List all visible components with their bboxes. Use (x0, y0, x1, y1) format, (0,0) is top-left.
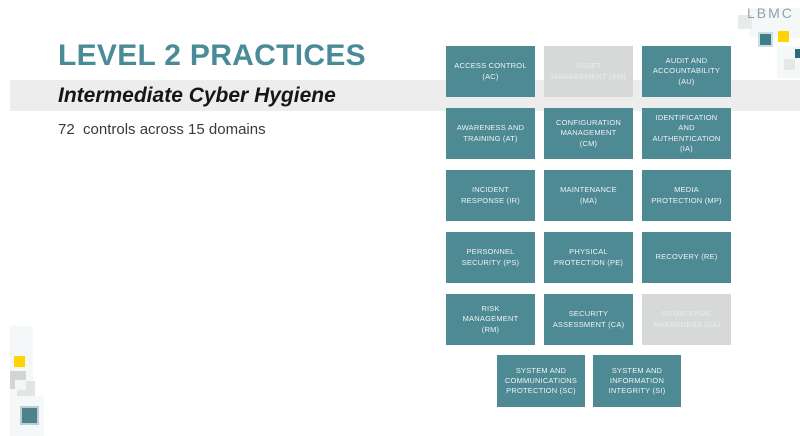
domain-box-label: AWARENESS AND TRAINING (AT) (456, 123, 525, 143)
brand-logo-lbmc: LBMC (747, 5, 794, 21)
decor-square-teal-edge (795, 49, 800, 58)
decor-square-light-bottom (15, 380, 26, 390)
domain-box-label: IDENTIFICATION AND AUTHENTICATION (IA) (652, 113, 721, 153)
domain-grid-bottom-row: SYSTEM AND COMMUNICATIONS PROTECTION (SC… (497, 355, 681, 407)
domain-box-pe: PHYSICAL PROTECTION (PE) (544, 232, 633, 283)
domain-box-ps: PERSONNEL SECURITY (PS) (446, 232, 535, 283)
page-title: LEVEL 2 PRACTICES (58, 39, 366, 72)
domain-box-cm: CONFIGURATION MANAGEMENT (CM) (544, 108, 633, 159)
decor-square-yellow-top (778, 31, 789, 42)
domain-box-label: ACCESS CONTROL (AC) (454, 61, 527, 81)
domain-box-au: AUDIT AND ACCOUNTABILITY (AU) (642, 46, 731, 97)
domain-box-label: ASSET MANAGEMENT (AM) (551, 61, 626, 81)
controls-summary: 72 controls across 15 domains (58, 121, 266, 138)
domain-box-label: SYSTEM AND INFORMATION INTEGRITY (SI) (608, 365, 666, 396)
domain-box-ca: SECURITY ASSESSMENT (CA) (544, 294, 633, 345)
domain-box-ma: MAINTENANCE (MA) (544, 170, 633, 221)
subtitle: Intermediate Cyber Hygiene (58, 84, 336, 107)
domain-box-label: MEDIA PROTECTION (MP) (651, 185, 722, 205)
decor-square-teal-top (760, 34, 771, 45)
domain-box-sc: SYSTEM AND COMMUNICATIONS PROTECTION (SC… (497, 355, 585, 407)
domain-box-label: PHYSICAL PROTECTION (PE) (553, 247, 624, 267)
domain-grid: ACCESS CONTROL (AC) ASSET MANAGEMENT (AM… (446, 46, 731, 345)
domain-box-label: SECURITY ASSESSMENT (CA) (552, 309, 625, 329)
domain-box-ir: INCIDENT RESPONSE (IR) (446, 170, 535, 221)
domain-box-label: AUDIT AND ACCOUNTABILITY (AU) (652, 56, 721, 86)
domain-box-label: MAINTENANCE (MA) (560, 185, 617, 205)
domain-box-mp: MEDIA PROTECTION (MP) (642, 170, 731, 221)
decor-square-yellow-bottom (14, 356, 25, 367)
domain-box-label: RECOVERY (RE) (655, 252, 718, 262)
domain-box-re: RECOVERY (RE) (642, 232, 731, 283)
domain-box-rm: RISK MANAGEMENT (RM) (446, 294, 535, 345)
domain-box-label: CONFIGURATION MANAGEMENT (CM) (556, 118, 621, 148)
domain-box-label: INCIDENT RESPONSE (IR) (461, 185, 520, 205)
domain-box-label: PERSONNEL SECURITY (PS) (461, 247, 520, 267)
decor-panel-top-right (750, 8, 800, 38)
domain-box-ia: IDENTIFICATION AND AUTHENTICATION (IA) (642, 108, 731, 159)
domain-box-am: ASSET MANAGEMENT (AM) (544, 46, 633, 97)
domain-box-at: AWARENESS AND TRAINING (AT) (446, 108, 535, 159)
domain-box-label: RISK MANAGEMENT (RM) (462, 304, 519, 334)
decor-square-gray-top (738, 15, 752, 29)
decor-square-teal-bottom (20, 406, 39, 425)
domain-box-si: SYSTEM AND INFORMATION INTEGRITY (SI) (593, 355, 681, 407)
decor-square-gray-lower (784, 59, 795, 70)
domain-box-ac: ACCESS CONTROL (AC) (446, 46, 535, 97)
domain-box-sa: SITUATIONAL AWARENESS (SA) (642, 294, 731, 345)
domain-box-label: SITUATIONAL AWARENESS (SA) (652, 309, 721, 329)
domain-box-label: SYSTEM AND COMMUNICATIONS PROTECTION (SC… (504, 365, 578, 396)
